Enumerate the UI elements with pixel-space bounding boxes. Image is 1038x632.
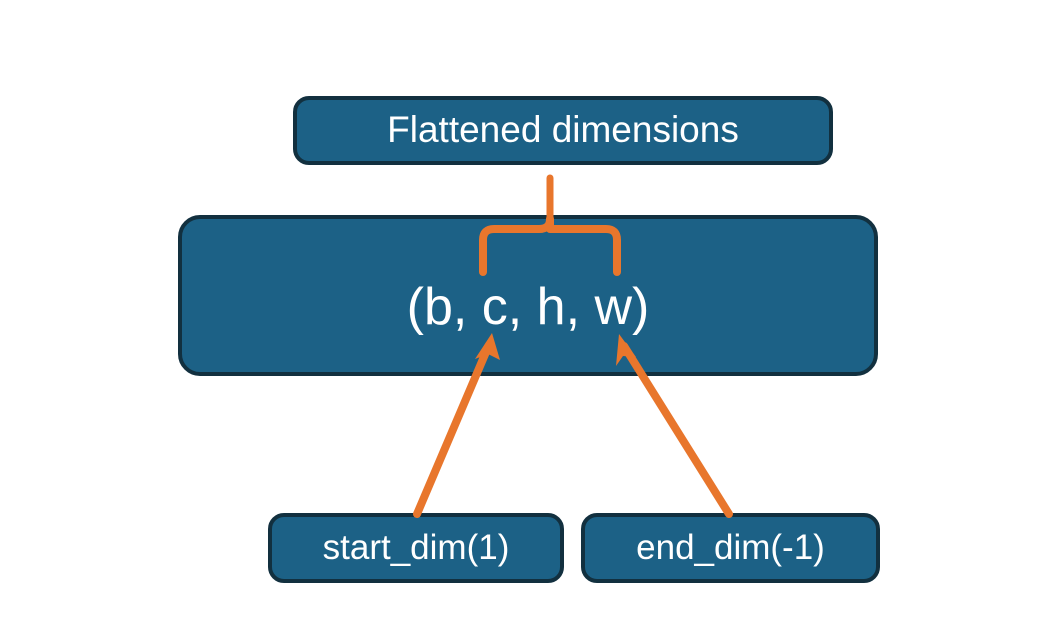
tensor-shape-box: (b, c, h, w) xyxy=(178,215,878,376)
start-dim-label: start_dim(1) xyxy=(322,527,510,567)
end-dim-label: end_dim(-1) xyxy=(636,527,825,567)
tensor-shape-label: (b, c, h, w) xyxy=(406,278,650,337)
end-dim-box: end_dim(-1) xyxy=(581,513,880,583)
flattened-dimensions-label: Flattened dimensions xyxy=(387,109,739,151)
start-dim-box: start_dim(1) xyxy=(268,513,564,583)
flattened-dimensions-box: Flattened dimensions xyxy=(293,96,833,165)
